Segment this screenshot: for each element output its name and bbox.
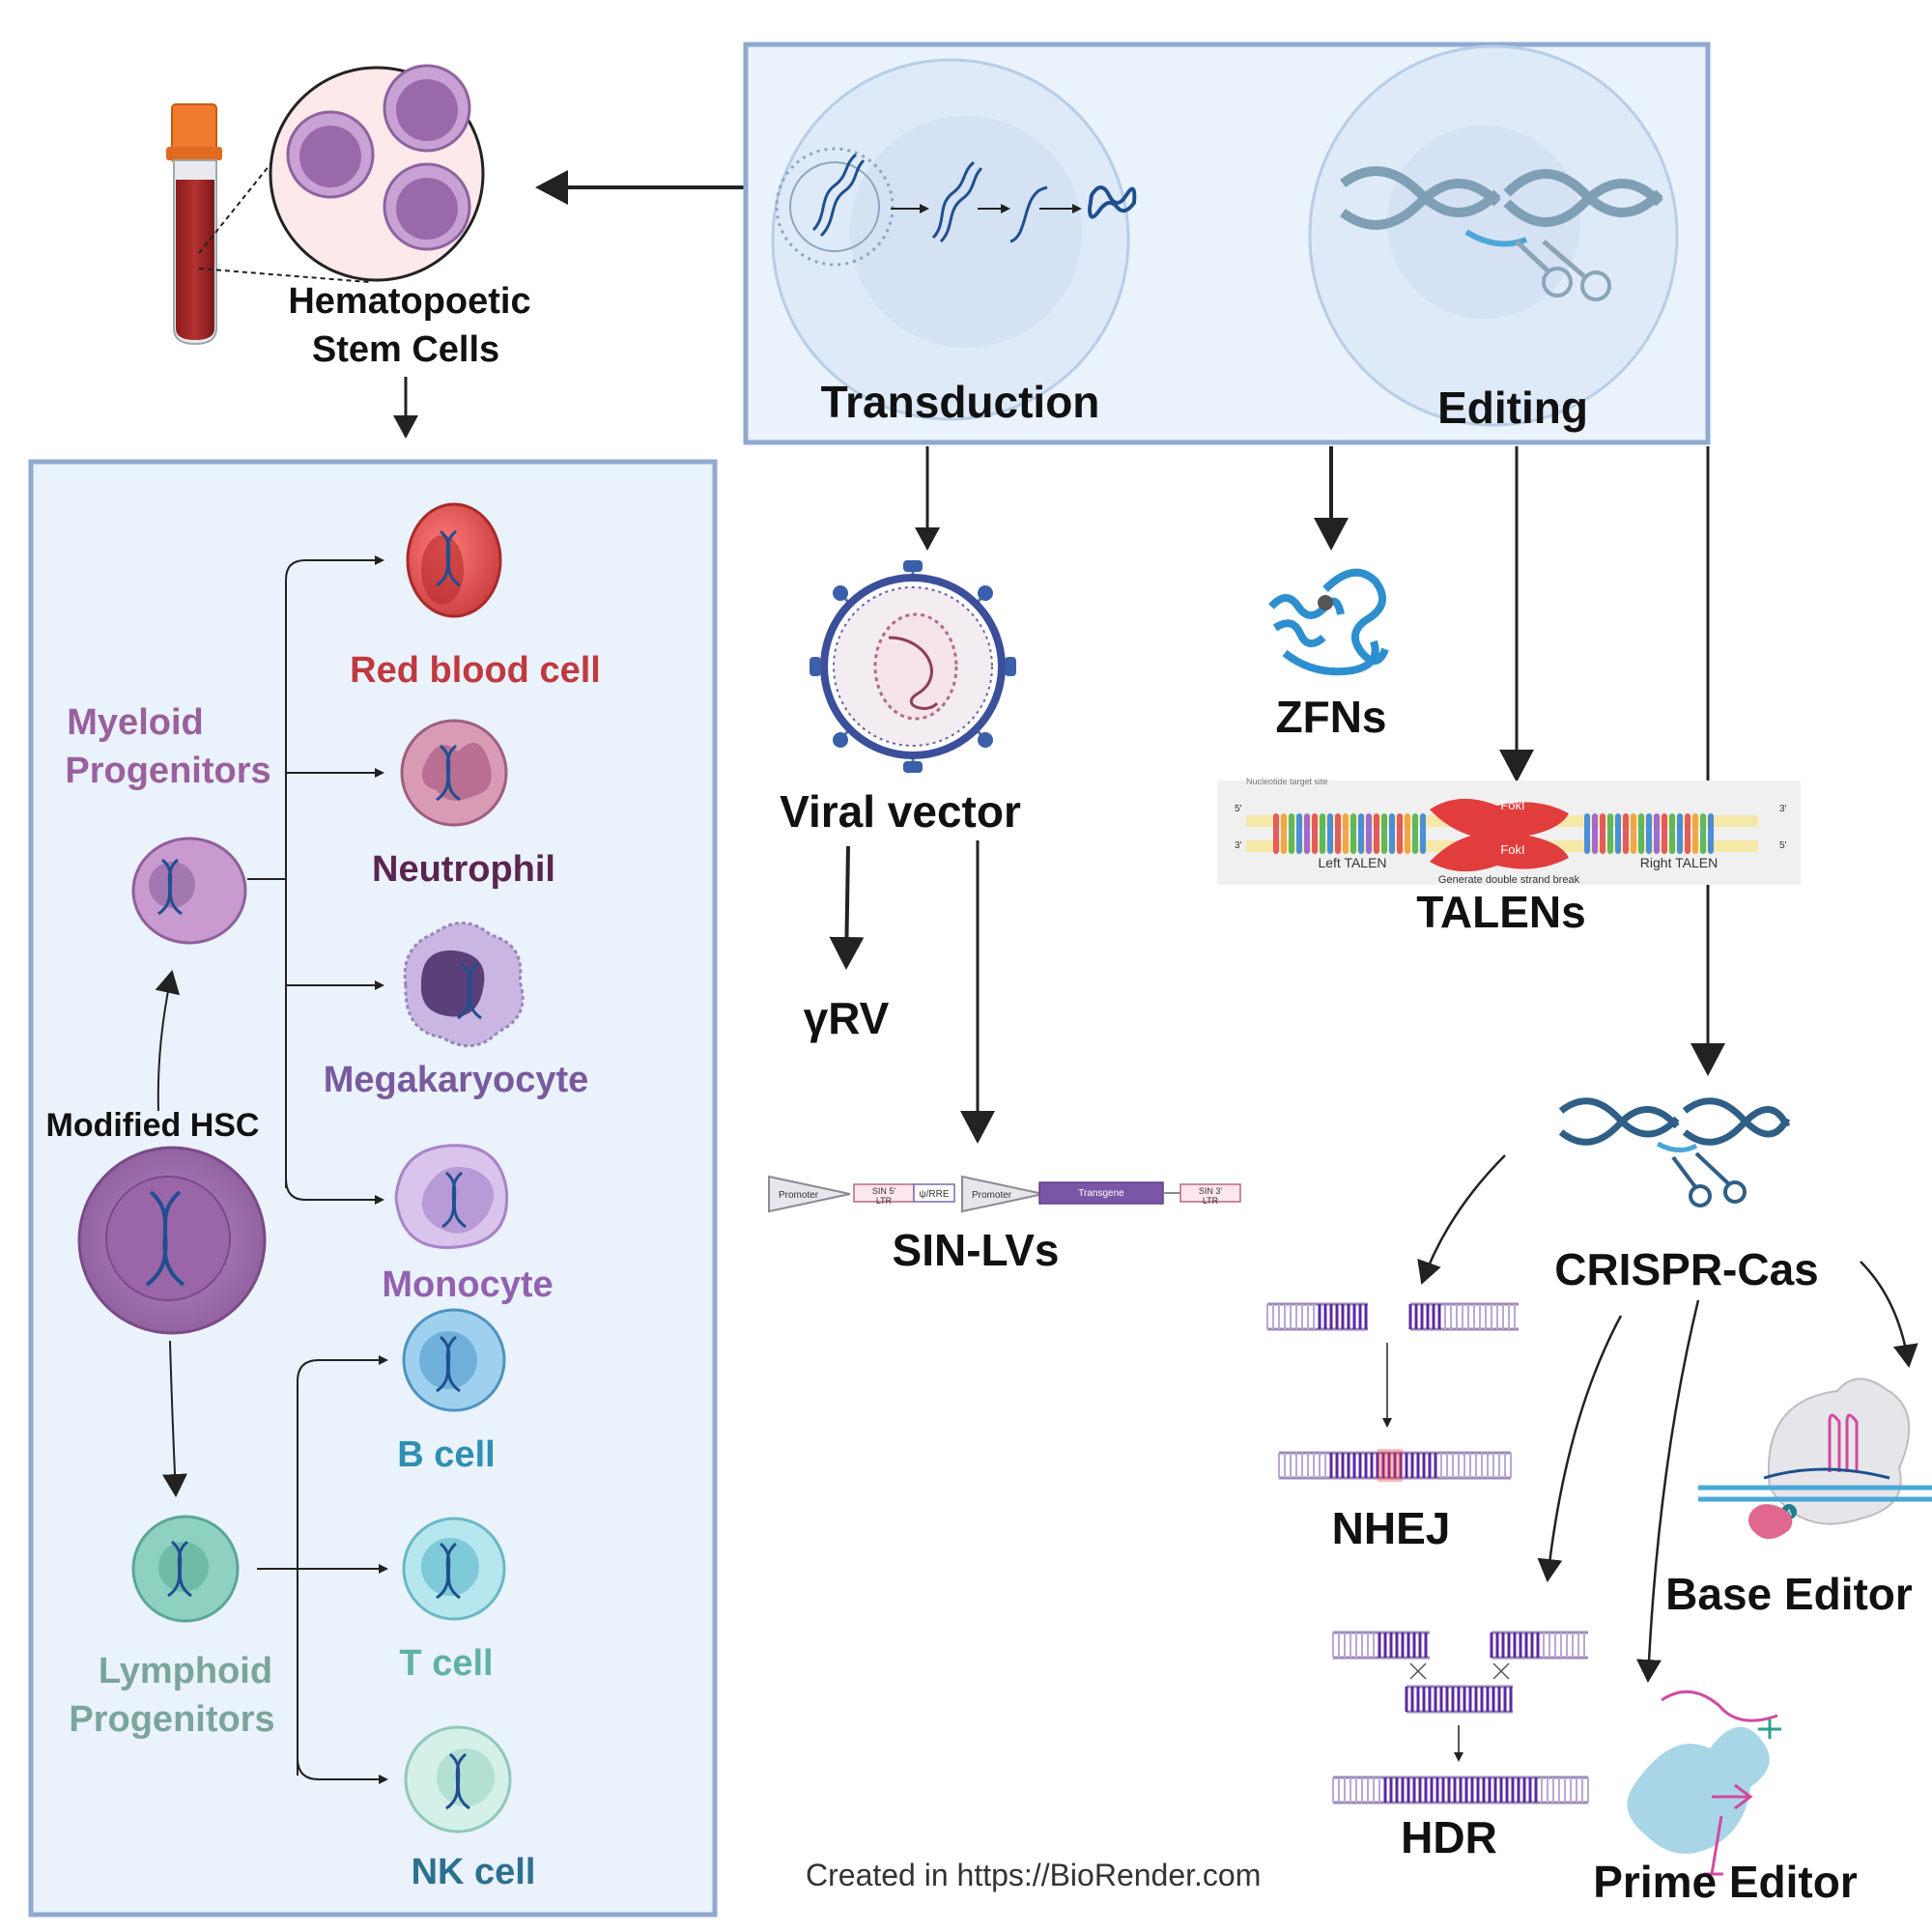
promoter-1-block [768, 1175, 851, 1213]
promoter-2-label: Promoter [972, 1190, 1012, 1201]
zfn-protein-icon [1268, 568, 1389, 676]
sin3-ltr-label-line2: LTR [1203, 1196, 1219, 1206]
psi-rre-block [913, 1183, 955, 1203]
prime-editor-label: Prime Editor [1593, 1857, 1858, 1907]
myeloid-label-line2: Progenitors [65, 751, 270, 791]
hdr-dna-icon [1332, 1631, 1589, 1804]
lineage-branches [155, 555, 388, 1784]
myeloid-label-line1: Myeloid [67, 702, 203, 743]
talen-3prime-left: 3' [1235, 840, 1242, 851]
talens-label: TALENs [1416, 887, 1586, 937]
red-blood-cell-icon [406, 502, 502, 618]
b-cell-label: B cell [397, 1435, 495, 1475]
left-talen-label: Left TALEN [1318, 855, 1386, 870]
hsc-title-line2: Stem Cells [312, 329, 499, 370]
modified-hsc-label: Modified HSC [46, 1107, 260, 1144]
red-blood-cell-label: Red blood cell [350, 650, 601, 691]
foki-bottom-label: FokI [1500, 842, 1524, 857]
sin5-ltr-label-line1: SIN 5' [872, 1186, 896, 1196]
lymphoid-label-line2: Progenitors [69, 1699, 274, 1740]
megakaryocyte-icon [403, 922, 525, 1048]
megakaryocyte-label: Megakaryocyte [324, 1060, 589, 1100]
transgene-label: Transgene [1078, 1188, 1124, 1199]
biorender-credit: Created in https://BioRender.com [806, 1858, 1261, 1892]
lymphoid-label-line1: Lymphoid [99, 1651, 272, 1691]
sin5-ltr-label-line2: LTR [876, 1196, 893, 1206]
b-cell-icon [402, 1308, 506, 1412]
promoter-1-label: Promoter [779, 1190, 819, 1201]
talen-5prime-right: 5' [1779, 840, 1787, 851]
transduction-cell-icon [771, 58, 1137, 421]
myeloid-progenitor-icon [131, 837, 247, 945]
foki-top-label: FokI [1500, 798, 1524, 812]
hsc-title-line1: Hematopoetic [288, 281, 530, 322]
sin-lvs-label: SIN-LVs [893, 1225, 1060, 1275]
monocyte-label: Monocyte [382, 1264, 553, 1305]
blood-tube-icon [166, 103, 222, 346]
stem-cell-icon [286, 110, 375, 199]
nk-cell-label: NK cell [412, 1852, 536, 1892]
right-talen-label: Right TALEN [1640, 855, 1718, 870]
methods-panel [743, 42, 1711, 445]
modified-hsc-icon [77, 1146, 267, 1335]
zfns-label: ZFNs [1276, 692, 1387, 742]
nhej-dna-icon [1266, 1302, 1519, 1482]
promoter-2-block [961, 1175, 1044, 1213]
talen-5prime-left: 5' [1235, 804, 1242, 814]
talen-bottom-caption: Generate double strand break [1438, 874, 1580, 886]
sin-lv-construct: Promoter SIN 5' LTR ψ/RRE Promoter Trans… [768, 1175, 1241, 1213]
psi-rre-label: ψ/RRE [919, 1189, 949, 1200]
stem-cell-icon [383, 64, 471, 153]
editing-label: Editing [1437, 383, 1588, 433]
t-cell-icon [402, 1517, 506, 1621]
viral-vector-label: Viral vector [780, 786, 1021, 837]
sin3-ltr-block [1179, 1183, 1241, 1203]
stem-cell-icon [383, 162, 471, 251]
crispr-label: CRISPR-Cas [1554, 1244, 1819, 1294]
crispr-branch-arrows [1382, 1154, 1918, 1762]
hsc-magnified-view [198, 64, 485, 283]
monocyte-icon [394, 1144, 509, 1249]
nk-cell-icon [404, 1725, 512, 1833]
neutrophil-label: Neutrophil [372, 849, 555, 890]
editing-cell-icon [1308, 44, 1679, 427]
arrow-viral-vector-to-grv [829, 845, 865, 970]
t-cell-label: T cell [399, 1643, 493, 1684]
base-editor-icon: A [1698, 1378, 1932, 1540]
transduction-label: Transduction [821, 377, 1100, 427]
neutrophil-icon [400, 719, 508, 827]
viral-vector-icon [810, 560, 1016, 773]
base-editor-adenine-mark: A [1786, 1508, 1792, 1518]
grv-label: γRV [804, 993, 890, 1043]
lymphoid-progenitor-icon [131, 1515, 240, 1623]
prime-editor-icon [1627, 1690, 1781, 1876]
talen-top-caption: Nucleotide target site [1246, 777, 1328, 786]
base-editor-label: Base Editor [1665, 1569, 1913, 1619]
nhej-label: NHEJ [1332, 1503, 1451, 1553]
sin3-ltr-label-line1: SIN 3' [1199, 1186, 1223, 1196]
hdr-label: HDR [1401, 1812, 1497, 1862]
talen-3prime-right: 3' [1779, 804, 1787, 814]
crispr-dna-scissors-icon [1558, 1097, 1791, 1208]
talen-diagram: Nucleotide target site FokI FokI 5' 3' 3… [1217, 777, 1801, 886]
